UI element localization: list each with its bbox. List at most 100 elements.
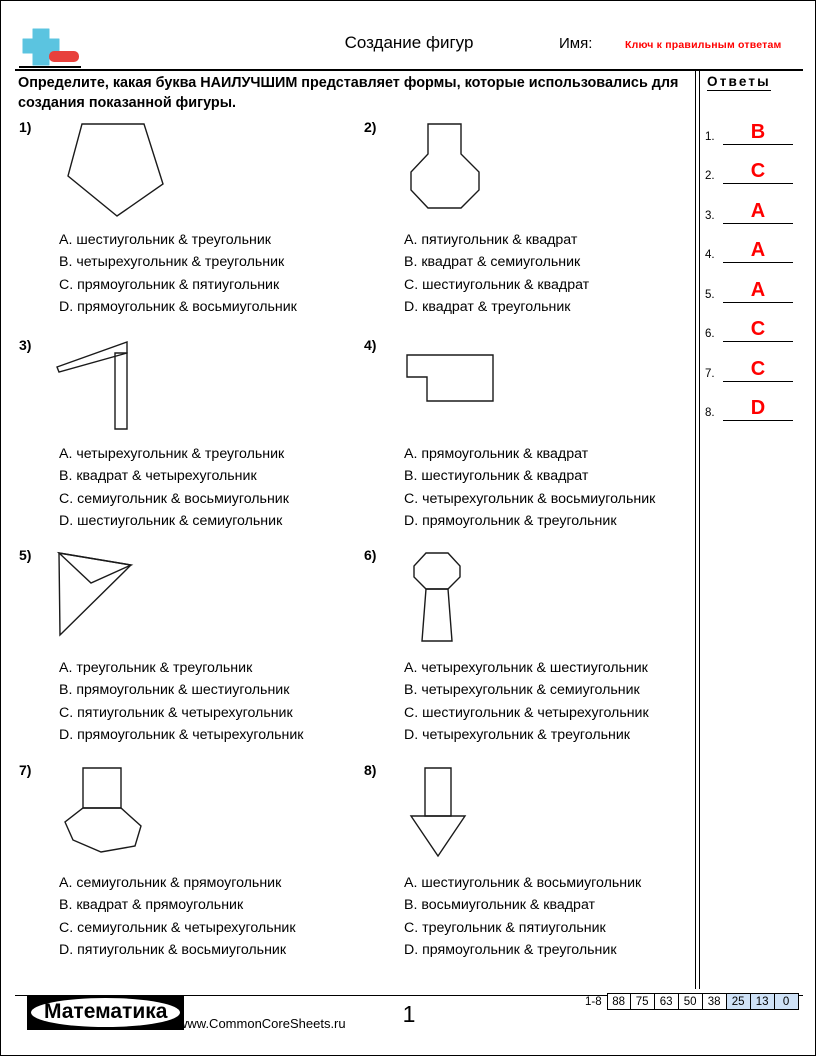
heptagon-base-with-rectangle-top-shape-figure xyxy=(55,762,205,862)
choice-a[interactable]: A. шестиугольник & восьмиугольник xyxy=(404,875,642,891)
choice-b[interactable]: B. квадрат & прямоугольник xyxy=(59,897,244,914)
down-arrow-shape-figure xyxy=(400,762,550,862)
scale-cell: 0 xyxy=(774,993,799,1010)
choice-a[interactable]: A. пятиугольник & квадрат xyxy=(404,232,578,248)
choice-b[interactable]: B. квадрат & четырехугольник xyxy=(59,468,257,485)
answer-row: 7. C xyxy=(703,342,803,382)
question-number: 8) xyxy=(364,762,377,778)
name-label: Имя: xyxy=(559,35,593,52)
hexagon-head-with-tapered-body-shape-figure xyxy=(400,547,550,647)
choice-a[interactable]: A. четырехугольник & треугольник xyxy=(59,446,285,462)
choice-d[interactable]: D. четырехугольник & треугольник xyxy=(404,726,631,743)
choice-c[interactable]: C. четырехугольник & восьмиугольник xyxy=(404,490,656,507)
answer-blank[interactable]: D xyxy=(723,396,793,421)
choice-d[interactable]: D. прямоугольник & треугольник xyxy=(404,941,617,958)
question-number: 5) xyxy=(19,547,32,563)
choice-c[interactable]: C. пятиугольник & четырехугольник xyxy=(59,704,293,721)
question-choices: A. пятиугольник & квадрат B. квадрат & с… xyxy=(404,229,704,318)
question-number: 7) xyxy=(19,762,32,778)
answer-value: B xyxy=(750,120,766,143)
answers-panel: Ответы 1. B 2. C 3. A 4. A 5. A 6. C 7. … xyxy=(703,73,803,421)
plus-minus-logo-icon xyxy=(19,25,81,69)
scale-range-label: 1-8 xyxy=(585,995,602,1008)
scale-cell: 75 xyxy=(630,993,655,1010)
choice-a[interactable]: A. четырехугольник & шестиугольник xyxy=(404,660,648,676)
question-number: 6) xyxy=(364,547,377,563)
choice-b[interactable]: B. четырехугольник & семиугольник xyxy=(404,682,640,699)
questions-grid: 1) A. шестиугольник & треугольник B. чет… xyxy=(15,119,691,977)
question-choices: A. четырехугольник & треугольник B. квад… xyxy=(59,443,359,532)
brand-name: Математика xyxy=(31,998,181,1027)
answers-divider-right xyxy=(699,71,700,989)
answer-row: 6. C xyxy=(703,303,803,342)
answer-number: 5. xyxy=(705,288,715,301)
choice-b[interactable]: B. квадрат & семиугольник xyxy=(404,254,581,271)
choice-c[interactable]: C. семиугольник & четырехугольник xyxy=(59,919,296,936)
scale-cell: 50 xyxy=(678,993,703,1010)
choice-b[interactable]: B. восьмиугольник & квадрат xyxy=(404,897,596,914)
brand-badge: Математика xyxy=(27,995,185,1030)
answer-blank[interactable]: C xyxy=(723,357,793,382)
choice-d[interactable]: D. шестиугольник & семиугольник xyxy=(59,512,283,529)
answer-value: A xyxy=(750,199,766,222)
answer-value: C xyxy=(750,318,766,340)
footer-divider xyxy=(15,995,803,996)
question-row: 7) A. семиугольник & прямоугольник B. кв… xyxy=(15,762,691,977)
answer-blank[interactable]: A xyxy=(723,199,793,224)
question-row: 1) A. шестиугольник & треугольник B. чет… xyxy=(15,119,691,337)
choice-c[interactable]: C. семиугольник & восьмиугольник xyxy=(59,490,289,507)
answers-heading: Ответы xyxy=(707,74,771,91)
answer-blank[interactable]: A xyxy=(723,278,793,303)
pentagon-house-shape-figure xyxy=(55,119,205,219)
answer-number: 1. xyxy=(705,130,715,143)
answer-key-badge: Ключ к правильным ответам xyxy=(625,39,782,51)
choice-c[interactable]: C. шестиугольник & квадрат xyxy=(404,276,590,293)
question-choices: A. прямоугольник & квадрат B. шестиуголь… xyxy=(404,443,704,532)
answer-blank[interactable]: B xyxy=(723,120,793,145)
answer-blank[interactable]: C xyxy=(723,317,793,342)
choice-c[interactable]: C. прямоугольник & пятиугольник xyxy=(59,276,280,293)
question-choices: A. шестиугольник & треугольник B. четыре… xyxy=(59,229,359,318)
scale-cell: 25 xyxy=(726,993,751,1010)
answer-number: 6. xyxy=(705,328,715,340)
answer-value: C xyxy=(750,160,766,182)
question-number: 4) xyxy=(364,337,377,353)
answer-number: 3. xyxy=(705,209,715,222)
page-header: Создание фигур Имя: Ключ к правильным от… xyxy=(15,23,803,69)
choice-a[interactable]: A. треугольник & треугольник xyxy=(59,660,253,676)
answer-value: A xyxy=(750,278,766,301)
choice-d[interactable]: D. пятиугольник & восьмиугольник xyxy=(59,941,287,958)
question-number: 1) xyxy=(19,119,32,135)
score-scale: 1-8 88 75 63 50 38 25 13 0 xyxy=(585,993,799,1010)
choice-a[interactable]: A. прямоугольник & квадрат xyxy=(404,446,589,462)
choice-a[interactable]: A. шестиугольник & треугольник xyxy=(59,232,271,248)
thin-triangle-and-narrow-rectangle-shape-figure xyxy=(55,337,205,437)
choice-d[interactable]: D. прямоугольник & восьмиугольник xyxy=(59,298,297,315)
question-choices: A. шестиугольник & восьмиугольник B. вос… xyxy=(404,872,704,961)
answer-blank[interactable]: A xyxy=(723,238,793,263)
scale-cells: 88 75 63 50 38 25 13 0 xyxy=(606,993,799,1010)
page-title: Создание фигур xyxy=(344,33,474,52)
choice-d[interactable]: D. прямоугольник & треугольник xyxy=(404,512,617,529)
choice-b[interactable]: B. прямоугольник & шестиугольник xyxy=(59,682,290,699)
question-choices: A. треугольник & треугольник B. прямоуго… xyxy=(59,657,359,746)
answers-divider-left xyxy=(695,71,696,989)
answer-number: 4. xyxy=(705,249,715,261)
scale-cell: 13 xyxy=(750,993,775,1010)
choice-d[interactable]: D. прямоугольник & четырехугольник xyxy=(59,726,304,743)
choice-d[interactable]: D. квадрат & треугольник xyxy=(404,298,571,315)
answer-blank[interactable]: C xyxy=(723,159,793,184)
choice-b[interactable]: B. четырехугольник & треугольник xyxy=(59,254,285,271)
answer-number: 8. xyxy=(705,407,715,419)
choice-c[interactable]: C. шестиугольник & четырехугольник xyxy=(404,704,649,721)
answer-row: 8. D xyxy=(703,382,803,421)
choice-b[interactable]: B. шестиугольник & квадрат xyxy=(404,468,589,485)
choice-a[interactable]: A. семиугольник & прямоугольник xyxy=(59,875,282,891)
answer-number: 2. xyxy=(705,170,715,182)
scale-cell: 63 xyxy=(654,993,679,1010)
answer-row: 5. A xyxy=(703,263,803,303)
question-number: 2) xyxy=(364,119,377,135)
choice-c[interactable]: C. треугольник & пятиугольник xyxy=(404,919,606,936)
answer-row: 3. A xyxy=(703,184,803,224)
